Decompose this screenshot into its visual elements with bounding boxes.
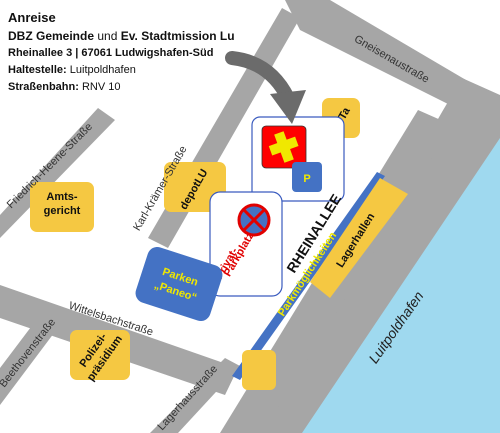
amtsgericht-label-1: Amts- bbox=[46, 191, 78, 203]
info-tram-label: Straßenbahn: bbox=[8, 81, 79, 93]
building-polizei: Polizei- präsidium bbox=[70, 330, 130, 383]
cross-icon bbox=[268, 131, 299, 163]
parking-p: P bbox=[292, 162, 322, 192]
info-box: Anreise DBZ Gemeinde und Ev. Stadtmissio… bbox=[8, 8, 235, 96]
arrow-icon bbox=[225, 51, 306, 124]
building-small bbox=[242, 350, 276, 390]
info-stop: Haltestelle: Luitpoldhafen bbox=[8, 62, 235, 79]
info-address: Rheinallee 3 | 67061 Ludwigshafen-Süd bbox=[8, 45, 235, 62]
info-tram: Straßenbahn: RNV 10 bbox=[8, 79, 235, 96]
info-org-and: und bbox=[97, 29, 118, 43]
church-building bbox=[261, 125, 307, 169]
building-amtsgericht: Amts- gericht bbox=[30, 182, 94, 232]
info-tram-value: RNV 10 bbox=[81, 81, 121, 93]
info-title: Anreise bbox=[8, 10, 56, 25]
p-label: P bbox=[303, 173, 310, 185]
no-parking-icon bbox=[237, 203, 271, 237]
info-stop-value: Luitpoldhafen bbox=[69, 64, 136, 76]
amtsgericht-label-2: gericht bbox=[44, 205, 81, 217]
parking-strip bbox=[232, 172, 385, 380]
info-address-text: Rheinallee 3 | 67061 Ludwigshafen-Süd bbox=[8, 47, 214, 59]
info-org-bold: DBZ Gemeinde bbox=[8, 29, 95, 43]
parking-paneo: Parken „Paneo“ bbox=[135, 246, 223, 322]
info-org: DBZ Gemeinde und Ev. Stadtmission Lu bbox=[8, 28, 235, 45]
info-org-rest: Ev. Stadtmission Lu bbox=[120, 29, 235, 43]
info-stop-label: Haltestelle: bbox=[8, 64, 67, 76]
